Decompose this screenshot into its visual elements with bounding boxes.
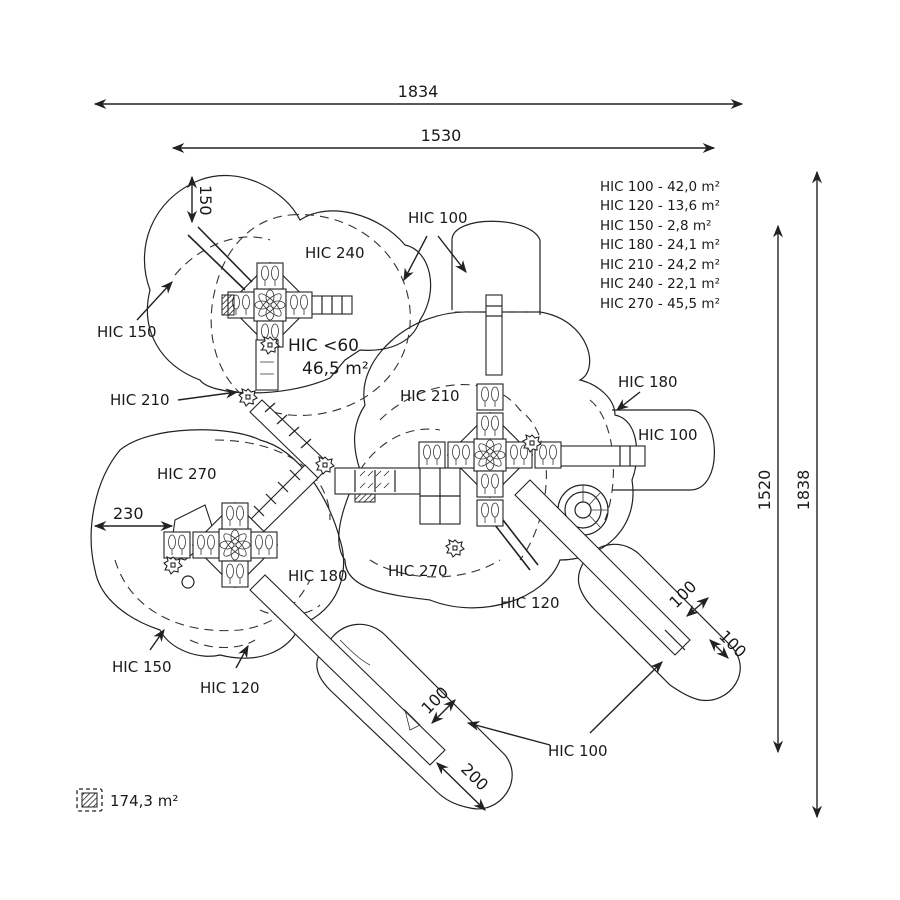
dimension-label: 230 [113,504,144,523]
legend-item: HIC 180 - 24,1 m² [600,237,720,253]
zone-label-hic270-center: HIC 270 [388,562,448,580]
zone-label-hic100-top: HIC 100 [408,209,468,227]
dimension-label: 1530 [421,126,462,145]
total-area-value: 174,3 m² [110,792,178,810]
zone-label-hic120-center: HIC 120 [500,594,560,612]
total-area: 174,3 m² [76,788,178,812]
dimension-top-clearance: 150 [186,175,215,224]
dimension-overall-height: 1838 [794,170,823,819]
zone-label-hic100-bottom: HIC 100 [548,742,608,760]
dimension-left-clearance: 230 [93,504,174,532]
safety-zone-dashed-outlines [114,214,614,648]
zone-label-hic150-bottom: HIC 150 [112,658,172,676]
dimension-label: 1838 [794,470,813,511]
zone-label-hic210-center: HIC 210 [400,387,460,405]
dimension-structure-height: 1520 [755,224,784,754]
dimension-label: 150 [196,185,215,216]
tower-top-left [228,263,313,348]
dimension-structure-width: 1530 [171,126,716,154]
zone-labels: HIC 240 HIC <60 46,5 m² HIC 100 HIC 150 … [97,209,698,760]
zone-label-hic210-left: HIC 210 [110,391,170,409]
leader-arrows [136,235,663,746]
legend-item: HIC 240 - 22,1 m² [600,276,720,292]
dimension-label: 100 [715,626,750,661]
dimension-label: 1520 [755,470,774,511]
legend-item: HIC 100 - 42,0 m² [600,179,720,195]
dimension-label: 100 [665,577,700,612]
hatched-area-icon [76,788,103,812]
legend-item: HIC 150 - 2,8 m² [600,218,711,234]
zone-label-hic100-right: HIC 100 [638,426,698,444]
zone-label-hic270-left: HIC 270 [157,465,217,483]
legend-item: HIC 120 - 13,6 m² [600,198,720,214]
zone-label-hic240: HIC 240 [305,244,365,262]
dimension-label: 1834 [398,82,439,101]
dimension-overall-width: 1834 [93,82,744,110]
zone-label-hic180-lower: HIC 180 [288,567,348,585]
legend-item: HIC 210 - 24,2 m² [600,257,720,273]
zone-label-hic150-left: HIC 150 [97,323,157,341]
equipment-details [169,226,691,766]
zone-label-hic-lt60: HIC <60 [288,336,359,356]
zone-label-hic120-bottom: HIC 120 [200,679,260,697]
zone-label-hic-lt60-area: 46,5 m² [302,359,369,379]
dimension-label: 200 [457,759,492,794]
legend-item: HIC 270 - 45,5 m² [600,296,720,312]
dimension-label: 100 [417,683,452,718]
zone-label-hic180-right: HIC 180 [618,373,678,391]
hic-area-legend: HIC 100 - 42,0 m² HIC 120 - 13,6 m² HIC … [600,179,720,312]
